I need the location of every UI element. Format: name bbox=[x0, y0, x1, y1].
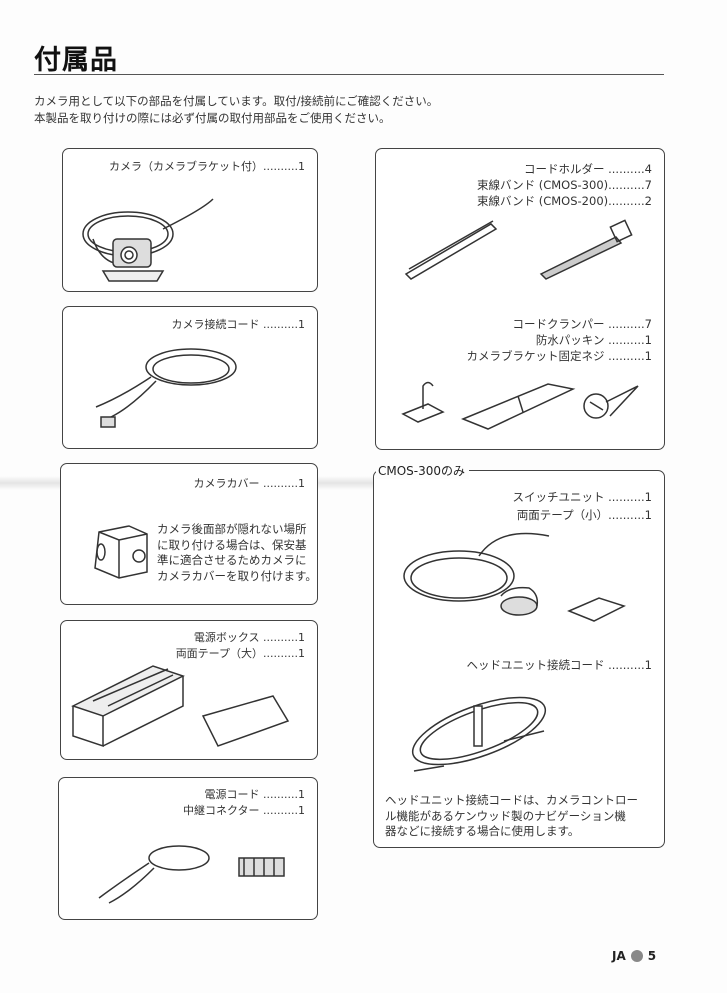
item-relay-connector: 中継コネクター ..........1 bbox=[182, 803, 305, 817]
cover-note-line: に取り付ける場合は、保安基 bbox=[157, 537, 307, 552]
page-footer: JA 5 bbox=[612, 949, 656, 963]
power-cord-box: 電源コード ..........1 中継コネクター ..........1 bbox=[58, 777, 318, 920]
accessories-box: コードホルダー ..........4 束線バンド (CMOS-300)....… bbox=[375, 148, 665, 450]
item-camera: カメラ（カメラブラケット付）..........1 bbox=[109, 160, 305, 173]
camera-box: カメラ（カメラブラケット付）..........1 bbox=[62, 148, 318, 292]
clamper-packing-screw-illustration bbox=[401, 381, 639, 430]
item-tape-large: 両面テープ（大）..........1 bbox=[175, 646, 305, 660]
camera-cover-box: カメラカバー ..........1 カメラ後面部が隠れない場所 に取り付ける場… bbox=[60, 463, 318, 605]
cmos-note-line: 器などに接続する場合に使用します。 bbox=[385, 824, 580, 838]
item-power-cord: 電源コード ..........1 bbox=[204, 788, 305, 801]
switch-unit-illustration bbox=[403, 532, 626, 622]
cmos300-box: スイッチユニット ..........1 両面テープ（小）..........1… bbox=[373, 470, 665, 848]
item-bracket-screw: カメラブラケット固定ネジ ..........1 bbox=[466, 349, 652, 363]
holder-tie-illustration bbox=[404, 219, 633, 280]
intro-line-1: カメラ用として以下の部品を付属しています。取付/接続前にご確認ください。 bbox=[34, 94, 439, 108]
camera-cord-box: カメラ接続コード ..........1 bbox=[62, 306, 318, 449]
power-box-illustration bbox=[71, 665, 290, 748]
language-label: JA bbox=[612, 949, 626, 963]
item-cable-tie-200: 束線バンド (CMOS-200)..........2 bbox=[477, 194, 652, 208]
camera-illustration bbox=[82, 198, 214, 282]
cmos-note-line: ヘッドユニット接続コードは、カメラコントロー bbox=[385, 793, 638, 807]
power-cord-illustration bbox=[98, 845, 285, 904]
item-cord-holder: コードホルダー ..........4 bbox=[523, 162, 652, 176]
camera-cover-illustration bbox=[94, 525, 148, 579]
camera-cord-illustration bbox=[95, 348, 237, 428]
power-box-box: 電源ボックス ..........1 両面テープ（大）..........1 bbox=[60, 620, 318, 760]
cmos-note-line: ル機能があるケンウッド製のナビゲーション機 bbox=[385, 808, 626, 823]
intro-line-2: 本製品を取り付けの際には必ず付属の取付用部品をご使用ください。 bbox=[34, 111, 391, 125]
item-power-box: 電源ボックス ..........1 bbox=[193, 631, 305, 644]
item-camera-cord: カメラ接続コード ..........1 bbox=[171, 318, 305, 331]
item-cable-tie-300: 束線バンド (CMOS-300)..........7 bbox=[477, 178, 652, 192]
page-number: 5 bbox=[647, 949, 657, 963]
cover-note-line: カメラカバーを取り付けます。 bbox=[157, 568, 317, 583]
cover-note-line: 準に適合させるためカメラに bbox=[157, 553, 307, 567]
item-switch-unit: スイッチユニット ..........1 bbox=[512, 490, 652, 504]
cover-note-line: カメラ後面部が隠れない場所 bbox=[157, 522, 307, 536]
cmos300-only-legend: CMOS-300のみ bbox=[376, 462, 470, 479]
circle-icon bbox=[630, 950, 643, 962]
item-waterproof-packing: 防水パッキン ..........1 bbox=[535, 333, 652, 347]
head-unit-cord-illustration bbox=[411, 696, 547, 772]
item-camera-cover: カメラカバー ..........1 bbox=[193, 477, 305, 490]
item-head-unit-cord: ヘッドユニット接続コード ..........1 bbox=[466, 658, 652, 672]
item-tape-small: 両面テープ（小）..........1 bbox=[516, 508, 652, 522]
title-rule bbox=[34, 74, 664, 75]
item-cord-clamper: コードクランパー ..........7 bbox=[512, 317, 652, 331]
page-title: 付属品 bbox=[34, 45, 118, 76]
